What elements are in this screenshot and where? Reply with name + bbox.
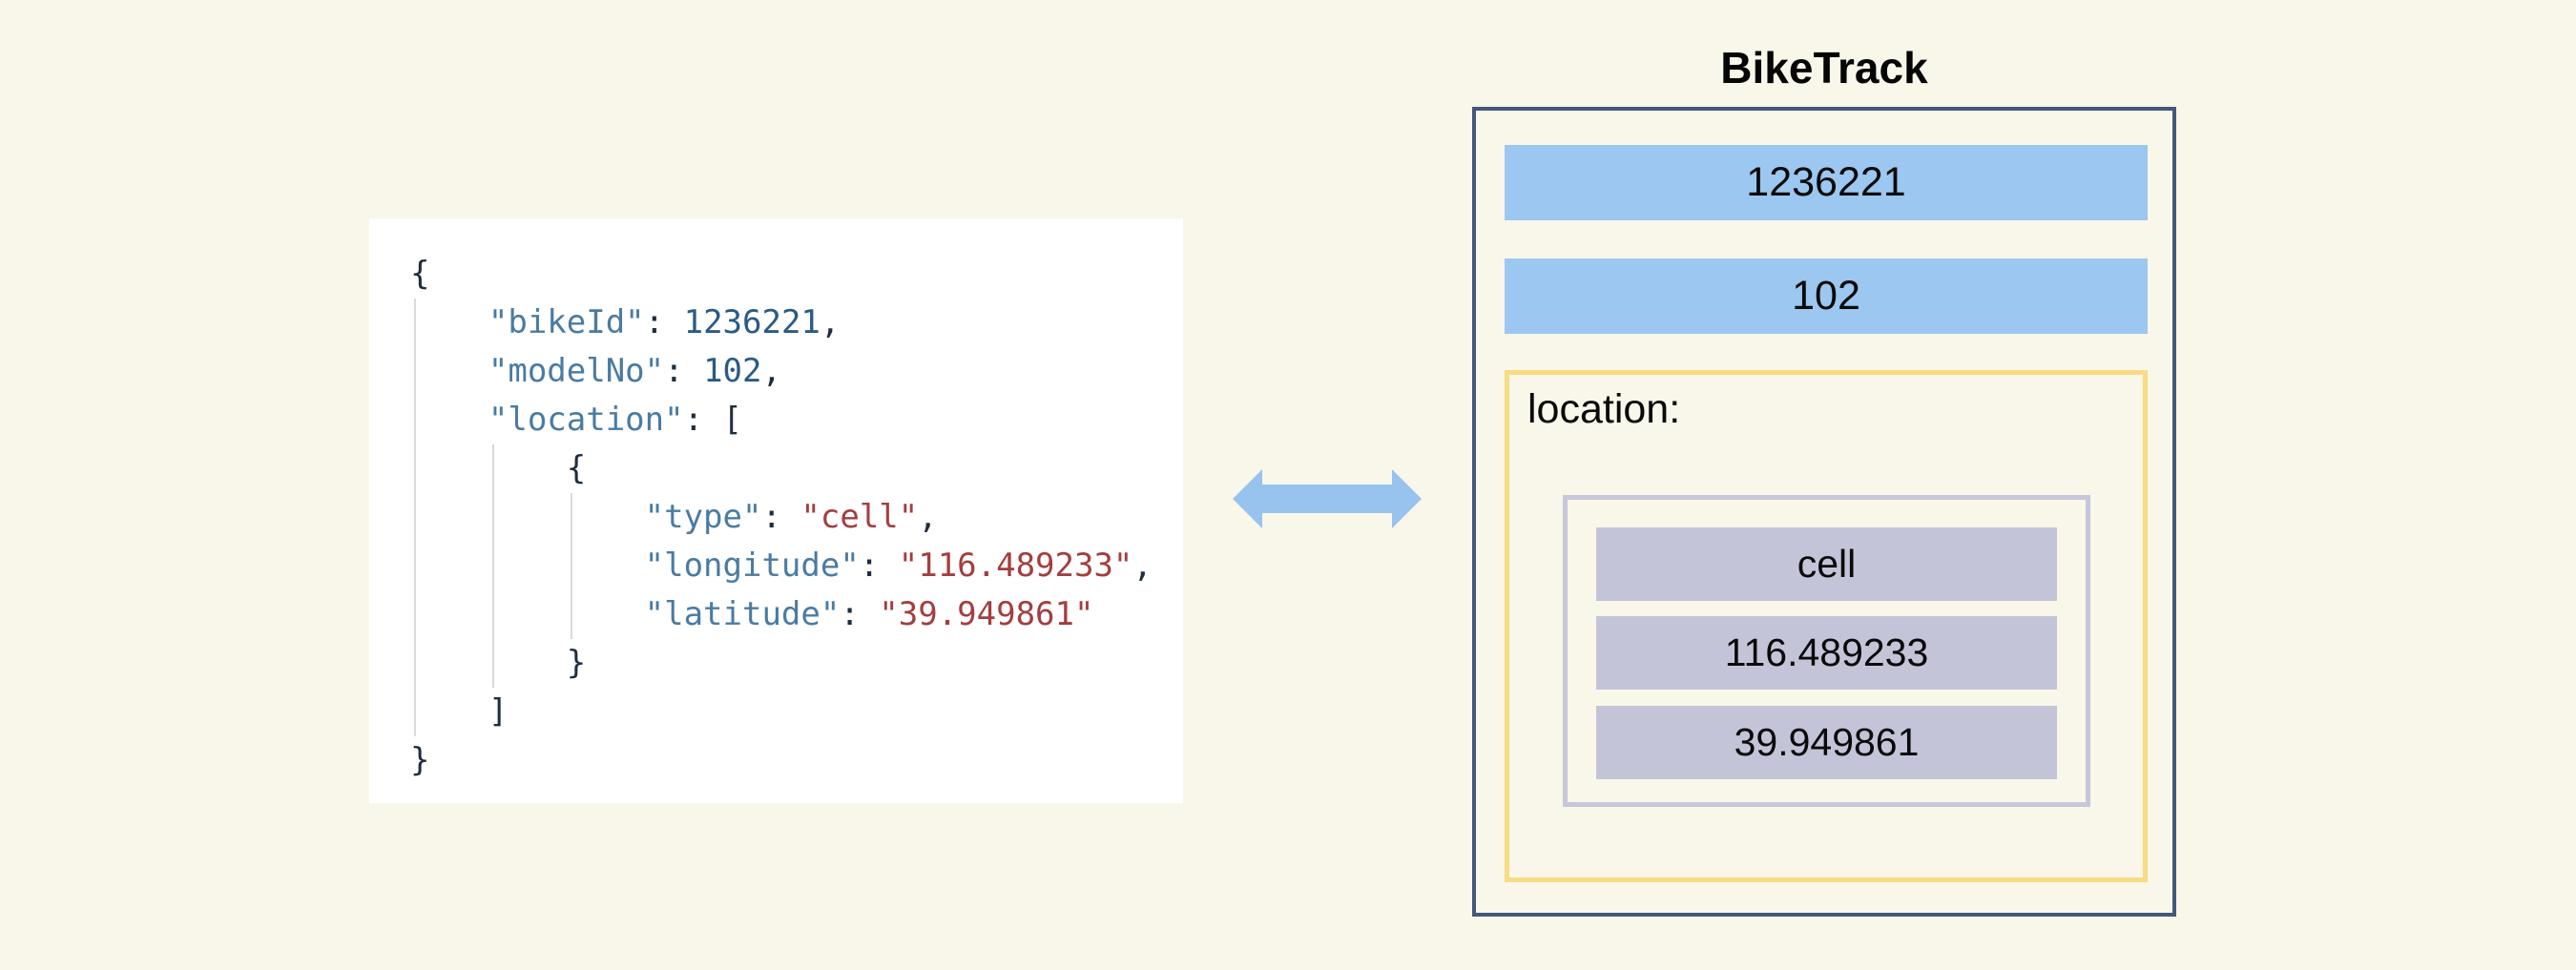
code-line: { — [410, 255, 430, 293]
code-line: "modelNo": 102, — [488, 352, 781, 390]
biketrack-title: BikeTrack — [1720, 43, 1928, 93]
location-type-bar: cell — [1596, 527, 2057, 601]
code-line: "longitude": "116.489233", — [644, 547, 1153, 585]
code-line: } — [410, 741, 430, 779]
code-line: ] — [488, 692, 509, 731]
indent-guide — [571, 493, 572, 639]
code-line: "latitude": "39.949861" — [644, 595, 1094, 633]
indent-guide — [414, 299, 416, 736]
json-code-panel: { "bikeId": 1236221, "modelNo": 102, "lo… — [369, 218, 1183, 803]
code-line: "location": [ — [488, 401, 743, 439]
indent-guide — [492, 444, 494, 688]
location-longitude-bar: 116.489233 — [1596, 616, 2057, 690]
location-box: location: cell 116.489233 39.949861 — [1505, 370, 2148, 882]
bike-id-bar: 1236221 — [1505, 145, 2148, 220]
bidirectional-arrow-icon — [1233, 469, 1422, 528]
code-line: { — [566, 449, 587, 487]
code-line: } — [566, 644, 587, 682]
location-latitude-bar: 39.949861 — [1596, 706, 2057, 779]
code-line: "type": "cell", — [644, 498, 938, 536]
code-lines: { "bikeId": 1236221, "modelNo": 102, "lo… — [410, 250, 1153, 785]
code-line: "bikeId": 1236221, — [488, 303, 841, 341]
biketrack-box: 1236221 102 location: cell 116.489233 39… — [1472, 107, 2176, 917]
location-label: location: — [1527, 386, 1681, 432]
model-no-bar: 102 — [1505, 258, 2148, 334]
location-item-box: cell 116.489233 39.949861 — [1563, 495, 2090, 807]
